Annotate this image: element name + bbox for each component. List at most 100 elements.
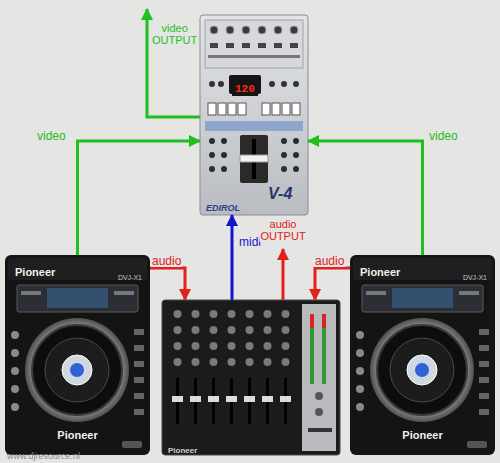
- dj-mixer-artwork: [162, 300, 340, 455]
- video-mixer-artwork-part: [290, 26, 298, 34]
- tempo-display: 120: [232, 83, 258, 96]
- video-mixer-artwork-part: [281, 152, 287, 158]
- video-mixer-artwork-part: [274, 43, 282, 48]
- brand-name: EDIROL: [206, 204, 240, 213]
- video-mixer-artwork-part: [281, 81, 287, 87]
- output-label: audio OUTPUT: [259, 218, 306, 242]
- dj-mixer-artwork-part: [310, 314, 314, 384]
- dj-mixer-artwork-part: [302, 304, 336, 451]
- watermark: www.djresource.nl: [7, 452, 80, 461]
- video-mixer-artwork-part: [221, 152, 227, 158]
- video-mixer-artwork-part: [210, 43, 218, 48]
- video-mixer-artwork-part: [258, 43, 266, 48]
- signal-label: video: [428, 130, 459, 142]
- brand-name: Pioneer: [360, 267, 400, 278]
- video-mixer-artwork-part: [281, 138, 287, 144]
- video-mixer-artwork-part: [240, 155, 268, 162]
- video-mixer-artwork: [200, 15, 308, 215]
- signal-connector: [78, 141, 201, 255]
- signal-connector: [150, 268, 185, 300]
- signal-connector: [315, 268, 350, 300]
- signal-connector: [308, 141, 423, 255]
- video-mixer-artwork-part: [262, 103, 270, 115]
- dvj-player: PioneerDVJ-X1Pioneer: [350, 255, 495, 455]
- video-mixer-artwork-part: [210, 26, 218, 34]
- video-mixer-artwork-part: [258, 26, 266, 34]
- model-name: DVJ-X1: [118, 274, 142, 281]
- dj-mixer-artwork-part: [315, 408, 323, 416]
- video-mixer-artwork-part: [209, 138, 215, 144]
- text-slot: video OUTPUT: [151, 22, 198, 48]
- video-mixer-artwork-part: [242, 26, 250, 34]
- brand-name: Pioneer: [168, 447, 197, 455]
- model-name: V-4: [268, 186, 292, 202]
- text-slot: www.djresource.nl: [7, 445, 80, 463]
- model-name: DVJ-X1: [463, 274, 487, 281]
- brand-name: Pioneer: [57, 430, 97, 441]
- text-slot: Pioneer: [15, 262, 55, 280]
- text-slot: DVJ-X1: [463, 266, 487, 284]
- signal-label: audio: [314, 255, 345, 267]
- text-slot: Pioneer: [168, 439, 197, 457]
- video-mixer-artwork-part: [242, 43, 250, 48]
- video-mixer-artwork-part: [228, 103, 236, 115]
- dvj-player-artwork: [5, 255, 150, 455]
- text-slot: EDIROL: [206, 197, 240, 215]
- video-output-arrow: [147, 9, 200, 117]
- video-mixer-artwork-part: [209, 166, 215, 172]
- video-mixer-artwork-part: [282, 103, 290, 115]
- dj-mixer-artwork-part: [322, 314, 326, 384]
- video-mixer-artwork-part: [200, 15, 308, 215]
- dj-mixer-artwork-part: [315, 392, 323, 400]
- brand-name: Pioneer: [15, 267, 55, 278]
- video-mixer-artwork-part: [205, 20, 303, 68]
- dj-mixer-artwork-part: [162, 300, 340, 455]
- video-mixer-artwork-part: [238, 103, 246, 115]
- dj-mixer-artwork-part: [172, 310, 183, 424]
- dj-mixer-artwork-part: [226, 310, 237, 424]
- text-slot: V-4: [268, 185, 292, 203]
- video-mixer-artwork-part: [293, 152, 299, 158]
- video-mixer-artwork-part: [293, 138, 299, 144]
- video-mixer-artwork-part: [208, 55, 300, 58]
- text-slot: Pioneer: [360, 262, 400, 280]
- dj-mixer-artwork-part: [310, 314, 314, 328]
- output-label: video OUTPUT: [151, 22, 198, 46]
- audio-output-arrow: [282, 249, 285, 300]
- brand-name: Pioneer: [402, 430, 442, 441]
- video-mixer-artwork-part: [205, 121, 303, 131]
- text-slot: DVJ-X1: [118, 266, 142, 284]
- dvj-player-artwork: [350, 255, 495, 455]
- dj-mixer: Pioneer: [162, 300, 340, 455]
- signal-label: video: [36, 130, 67, 142]
- dj-mixer-artwork-part: [322, 314, 326, 328]
- video-mixer-artwork-part: [221, 138, 227, 144]
- dj-mixer-artwork-part: [280, 310, 291, 424]
- video-mixer-artwork-part: [218, 81, 224, 87]
- video-mixer-artwork-part: [226, 26, 234, 34]
- dj-mixer-artwork-part: [208, 310, 219, 424]
- text-slot: 120: [232, 78, 258, 96]
- text-slot: audio: [151, 251, 182, 269]
- signal-connector: [231, 215, 234, 300]
- text-slot: audio OUTPUT: [259, 218, 306, 244]
- dvj-player: PioneerDVJ-X1Pioneer: [5, 255, 150, 455]
- video-mixer-artwork-part: [226, 43, 234, 48]
- video-mixer-artwork-part: [272, 103, 280, 115]
- video-mixer-artwork-part: [269, 81, 275, 87]
- text-slot: Pioneer: [350, 425, 495, 443]
- dj-mixer-artwork-part: [262, 310, 273, 424]
- text-slot: video: [36, 126, 67, 144]
- video-mixer-artwork-part: [208, 103, 216, 115]
- video-mixer-artwork-part: [274, 26, 282, 34]
- text-slot: video: [428, 126, 459, 144]
- dj-mixer-artwork-part: [190, 310, 201, 424]
- video-mixer-artwork-part: [292, 103, 300, 115]
- video-mixer-artwork-part: [281, 166, 287, 172]
- dj-mixer-artwork-part: [308, 428, 332, 432]
- video-mixer-artwork-part: [218, 103, 226, 115]
- video-mixer-artwork-part: [293, 166, 299, 172]
